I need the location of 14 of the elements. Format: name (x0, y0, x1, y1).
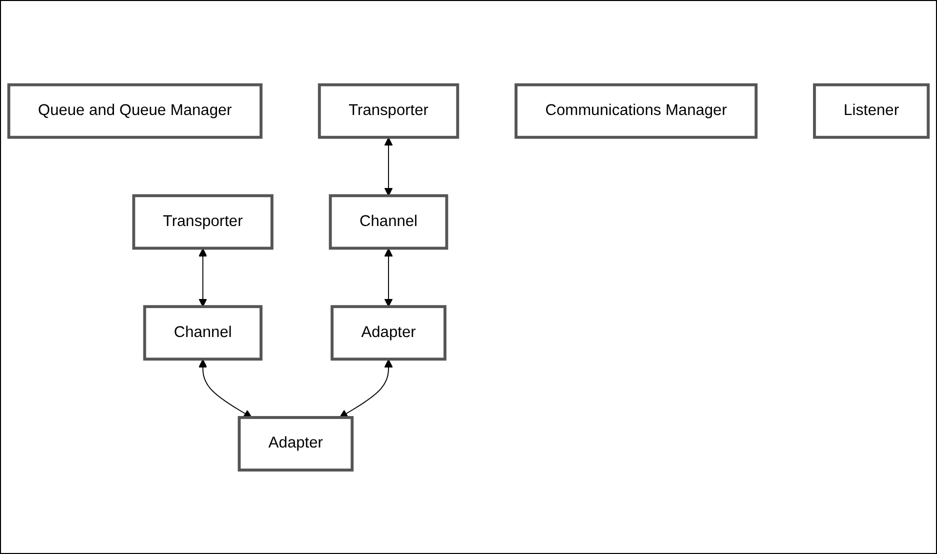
node-box: Communications Manager (514, 82, 758, 138)
node-box: Adapter (330, 304, 446, 360)
node-box: Listener (813, 82, 930, 138)
arrow (198, 248, 208, 307)
arrow (384, 248, 393, 307)
node-box: Channel (328, 194, 448, 250)
arrow (339, 358, 393, 418)
node-box: Adapter (238, 416, 354, 472)
node-box: Queue and Queue Manager (7, 82, 262, 138)
node-box: Channel (143, 304, 262, 360)
node-box: Transporter (318, 82, 460, 138)
node-box: Transporter (132, 194, 274, 250)
arrow (384, 136, 393, 196)
arrow (198, 358, 252, 418)
